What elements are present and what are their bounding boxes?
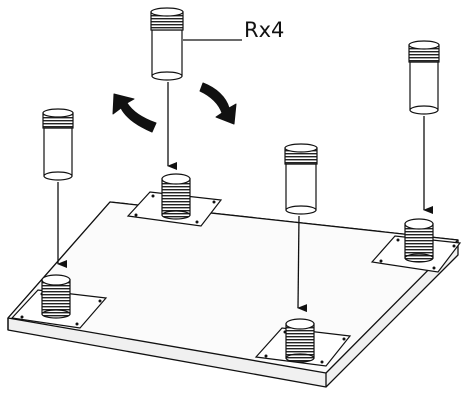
spacer-tube-far-right bbox=[408, 40, 440, 115]
threaded-stud-right bbox=[404, 218, 434, 263]
base-plate bbox=[7, 201, 459, 388]
callout-label: Rx4 bbox=[244, 18, 285, 42]
threaded-stud-back bbox=[161, 173, 191, 220]
threaded-stud-front bbox=[285, 318, 315, 363]
spacer-tube-left bbox=[42, 108, 74, 181]
insertion-arrow-mid bbox=[297, 215, 308, 313]
spacer-tube-mid bbox=[284, 143, 318, 215]
rotation-arrow-right bbox=[199, 82, 237, 125]
spacer-tube-center bbox=[150, 7, 184, 81]
threaded-stud-left bbox=[41, 274, 71, 319]
rotation-arrow-left bbox=[112, 93, 157, 133]
